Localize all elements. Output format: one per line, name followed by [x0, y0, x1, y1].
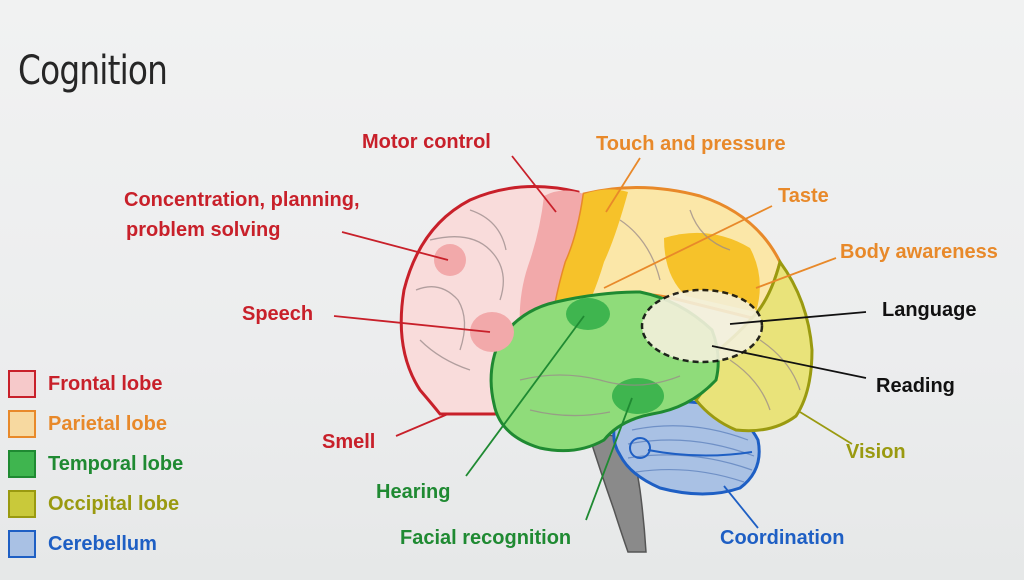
hearing-area: [566, 298, 610, 330]
legend-swatch-occipital: [8, 490, 36, 518]
cerebellum-center: [629, 437, 651, 459]
legend-item-parietal: Parietal lobe: [8, 404, 183, 444]
slide-title: Cognition: [18, 48, 168, 94]
label-vision: Vision: [846, 441, 906, 463]
legend-swatch-temporal: [8, 450, 36, 478]
legend-item-occipital: Occipital lobe: [8, 484, 183, 524]
language-area: [640, 288, 764, 364]
legend-swatch-frontal: [8, 370, 36, 398]
concentration-area: [434, 244, 466, 276]
label-coordination: Coordination: [720, 527, 844, 549]
legend-label-occipital: Occipital lobe: [48, 492, 180, 515]
legend-label-parietal: Parietal lobe: [48, 412, 167, 435]
label-reading: Reading: [876, 375, 955, 397]
cerebellum-folds: [627, 425, 755, 483]
label-language: Language: [882, 299, 976, 321]
legend-item-frontal: Frontal lobe: [8, 364, 183, 404]
label-smell: Smell: [322, 431, 375, 453]
legend-item-cerebellum: Cerebellum: [8, 524, 183, 564]
label-motor-control: Motor control: [362, 131, 491, 153]
touch-strip: [556, 189, 628, 302]
legend-swatch-cerebellum: [8, 530, 36, 558]
legend-label-temporal: Temporal lobe: [48, 452, 184, 475]
label-concentration-line1: Concentration, planning,: [124, 189, 360, 211]
label-speech: Speech: [242, 303, 313, 325]
legend-item-temporal: Temporal lobe: [8, 444, 183, 484]
label-concentration-line2: problem solving: [126, 219, 280, 241]
legend-label-cerebellum: Cerebellum: [48, 532, 157, 555]
legend-label-frontal: Frontal lobe: [48, 372, 163, 395]
legend-swatch-parietal: [8, 410, 36, 438]
label-touch-pressure: Touch and pressure: [596, 133, 786, 155]
leader-lines: [333, 155, 867, 529]
label-body-awareness: Body awareness: [840, 241, 998, 263]
motor-strip: [519, 190, 584, 330]
facial-recognition-area: [612, 378, 664, 414]
legend: Frontal lobe Parietal lobe Temporal lobe…: [8, 364, 183, 564]
speech-area: [470, 312, 514, 352]
label-taste: Taste: [778, 185, 829, 207]
gyri: [415, 209, 801, 417]
label-hearing: Hearing: [376, 481, 450, 503]
label-facial-recognition: Facial recognition: [400, 527, 571, 549]
